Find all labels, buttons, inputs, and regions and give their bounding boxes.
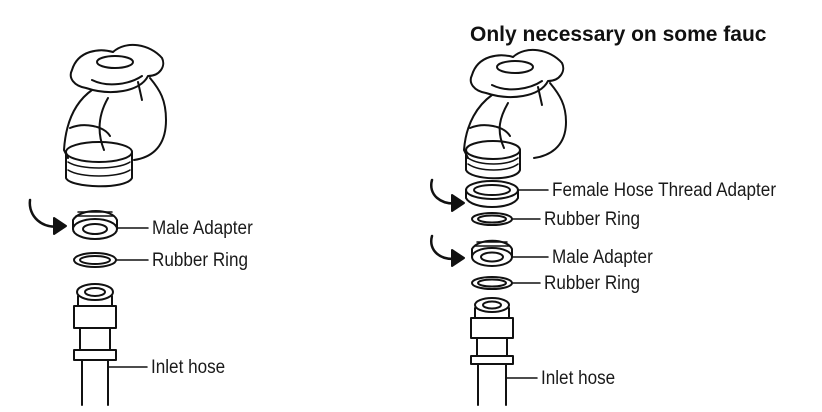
right-rubber-ring-icon-1: [472, 213, 512, 225]
left-male-adapter-icon: [73, 211, 117, 239]
label-rubber-ring-right-2: Rubber Ring: [544, 274, 640, 293]
left-inlet-hose-icon: [74, 284, 116, 405]
left-rotate-arrow-icon: [30, 200, 66, 234]
note-heading: Only necessary on some fauc: [470, 24, 766, 45]
right-rotate-arrow-icon-top: [431, 180, 464, 211]
left-rubber-ring-icon: [74, 253, 116, 267]
label-inlet-hose-left: Inlet hose: [151, 358, 225, 377]
right-inlet-hose-icon: [471, 298, 513, 405]
right-rubber-ring-icon-2: [472, 277, 512, 289]
label-female-hose-thread-adapter: Female Hose Thread Adapter: [552, 181, 776, 200]
right-male-adapter-icon: [472, 241, 512, 266]
label-rubber-ring-left: Rubber Ring: [152, 251, 248, 270]
left-faucet-icon: [64, 45, 166, 186]
label-male-adapter-left: Male Adapter: [152, 219, 253, 238]
right-faucet-icon: [464, 50, 566, 178]
female-hose-thread-adapter-icon: [466, 181, 518, 207]
label-inlet-hose-right: Inlet hose: [541, 369, 615, 388]
right-rotate-arrow-icon-bottom: [431, 236, 464, 266]
label-rubber-ring-right-1: Rubber Ring: [544, 210, 640, 229]
label-male-adapter-right: Male Adapter: [552, 248, 653, 267]
left-leader-lines: [108, 228, 148, 367]
